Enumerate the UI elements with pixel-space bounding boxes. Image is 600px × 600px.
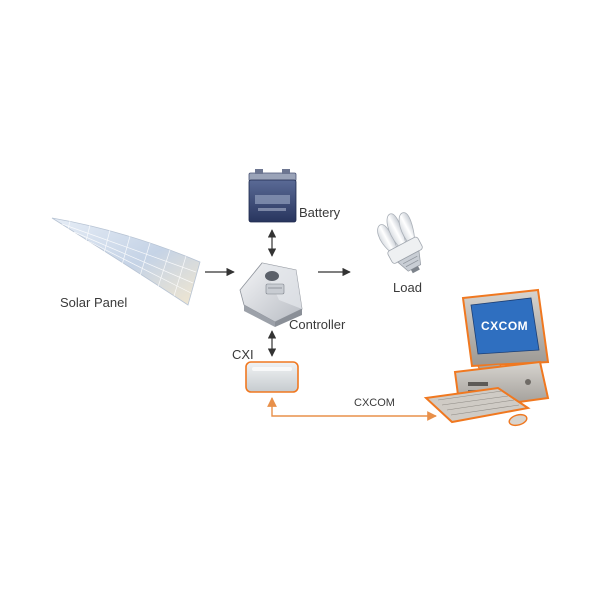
cxi-label: CXI bbox=[232, 347, 254, 362]
computer-screen-label: CXCOM bbox=[481, 319, 529, 333]
battery-icon bbox=[248, 169, 297, 223]
cxcom-link-label: CXCOM bbox=[354, 397, 395, 409]
computer-icon bbox=[423, 288, 550, 427]
solar-panel-label: Solar Panel bbox=[60, 295, 128, 310]
load-label: Load bbox=[393, 280, 422, 295]
cxi-module-icon bbox=[245, 361, 299, 393]
controller-label: Controller bbox=[289, 317, 346, 332]
cxcom-link-line bbox=[267, 397, 437, 421]
solar-panel-icon bbox=[51, 217, 201, 306]
battery-label: Battery bbox=[299, 205, 341, 220]
light-bulb-icon bbox=[377, 212, 423, 274]
controller-icon bbox=[239, 262, 303, 327]
